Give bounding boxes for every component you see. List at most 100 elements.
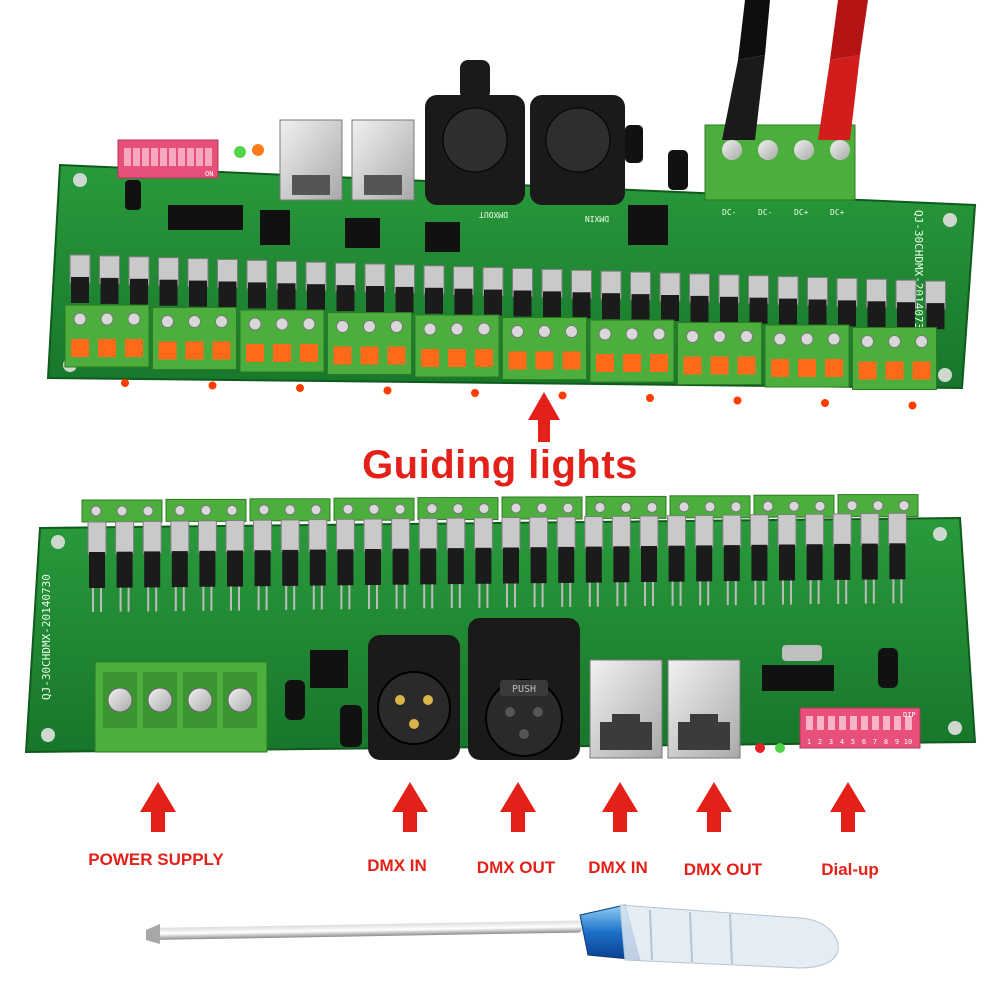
screw-terminal-block (333, 497, 415, 521)
bottom-terminal-row (81, 494, 919, 523)
top-term-label-2: DC- (758, 208, 772, 217)
mosfet (689, 273, 710, 322)
mosfet (418, 517, 438, 609)
dip-key (806, 716, 813, 730)
label-dmx-in-xlr: DMX IN (367, 856, 427, 875)
mosfet (571, 269, 592, 319)
mosfet (217, 259, 238, 308)
arrow-dmx-in-rj45 (602, 782, 638, 832)
label-dmx-out-rj45: DMX OUT (683, 860, 763, 879)
mosfet (69, 254, 91, 303)
dip-number: 2 (818, 738, 822, 746)
bottom-mosfet-row (87, 512, 907, 612)
mosfet (749, 514, 769, 605)
mosfet (694, 514, 714, 606)
dip-key (839, 716, 846, 730)
label-dmx-out-xlr: DMX OUT (476, 858, 556, 877)
label-dial-up: Dial-up (821, 860, 879, 879)
mosfet (722, 514, 742, 606)
mosfet (659, 272, 681, 321)
mosfet (556, 516, 576, 607)
mosfet (335, 518, 355, 610)
top-terminal-row (64, 304, 937, 410)
dip-label: DIP (903, 711, 916, 719)
annotation-arrows (140, 782, 866, 832)
screw-terminal-block (852, 327, 937, 410)
mosfet (308, 519, 328, 610)
top-xlr-label-out: DMXOUT (479, 210, 508, 219)
screw-terminal-block (501, 496, 583, 520)
mosfet (925, 280, 946, 330)
label-power-supply: POWER SUPPLY (88, 850, 224, 869)
mosfet (170, 520, 190, 612)
mosfet (584, 516, 604, 607)
screw-terminal-block (589, 319, 675, 402)
mosfet (187, 258, 209, 307)
dip-number: 3 (829, 738, 833, 746)
mosfet (335, 262, 356, 312)
dip-number: 6 (862, 738, 866, 746)
screwdriver (146, 904, 839, 969)
arrow-dmx-out-xlr (500, 782, 536, 832)
screw-terminal-block (64, 304, 150, 387)
mosfet (87, 521, 107, 612)
screw-terminal-block (677, 322, 762, 405)
mosfet (860, 513, 880, 604)
dip-key (861, 716, 868, 730)
mosfet (446, 517, 466, 609)
top-xlr-label-in: DMXIN (585, 214, 609, 223)
mosfet (115, 521, 135, 612)
arrow-power-supply (140, 782, 176, 832)
screw-terminal-block (417, 497, 499, 521)
screw-terminal-block (239, 309, 325, 392)
mosfet (630, 271, 651, 321)
dip-number: 8 (884, 738, 888, 746)
dip-key (817, 716, 824, 730)
top-dip-switch: ON (117, 139, 219, 179)
top-dip-on-label: ON (205, 170, 213, 178)
dip-number: 4 (840, 738, 844, 746)
mosfet (99, 255, 120, 304)
top-components (125, 125, 688, 252)
dip-key (883, 716, 890, 730)
mosfet (832, 513, 852, 604)
mosfet (276, 260, 297, 310)
mosfet (501, 517, 521, 608)
top-xlr-connectors: DMXOUT DMXIN (425, 60, 625, 223)
mosfet (541, 268, 563, 318)
mosfet (423, 265, 445, 314)
dip-number: 9 (895, 738, 899, 746)
dip-number: 7 (873, 738, 877, 746)
screw-terminal-block (249, 498, 331, 522)
top-rj45-jacks (279, 119, 415, 201)
bottom-board: QJ-30CHDMX-20140730 (24, 494, 977, 760)
mosfet (836, 277, 858, 327)
screw-terminal-block (165, 498, 247, 522)
arrow-dmx-out-rj45 (696, 782, 732, 832)
mosfet (748, 275, 769, 324)
rj45-dmx-out (667, 659, 741, 759)
mosfet (253, 519, 273, 611)
dip-number: 1 (807, 738, 811, 746)
arrow-dmx-in-xlr (392, 782, 428, 832)
dip-key (828, 716, 835, 730)
mosfet (197, 520, 217, 611)
xlr-dmx-out: PUSH (468, 618, 580, 760)
dip-key (894, 716, 901, 730)
mosfet (482, 267, 504, 316)
mosfet (225, 520, 245, 611)
top-term-label-4: DC+ (830, 208, 845, 217)
mosfet (777, 514, 797, 605)
dip-number: 5 (851, 738, 855, 746)
label-dmx-in-rj45: DMX IN (588, 858, 648, 877)
mosfet (128, 256, 150, 305)
top-mosfet-row (69, 254, 946, 330)
guiding-lights-title: Guiding lights (362, 443, 638, 487)
screw-terminal-block (837, 494, 919, 518)
mosfet (611, 515, 631, 607)
mosfet (364, 263, 386, 312)
screw-terminal-block (414, 314, 500, 397)
mosfet (887, 512, 907, 604)
guiding-lights-arrow (528, 392, 560, 442)
